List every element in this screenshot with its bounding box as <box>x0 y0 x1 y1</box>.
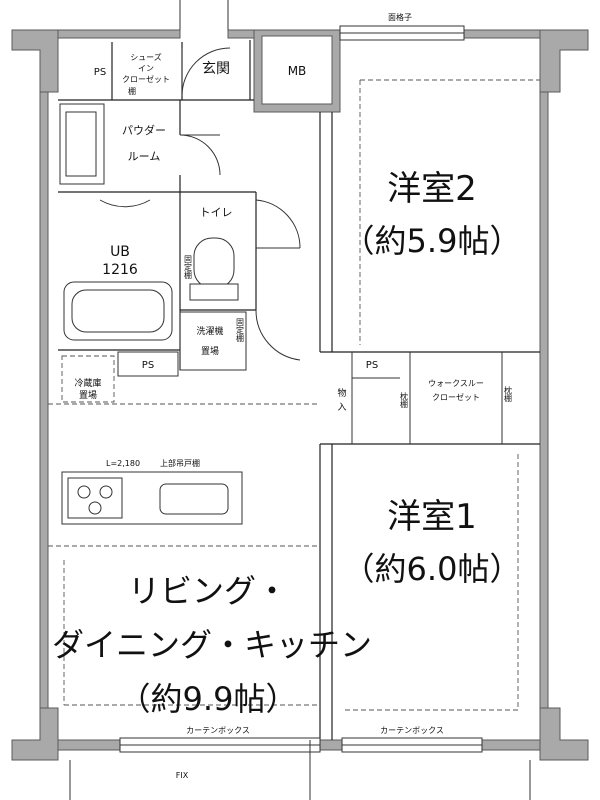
outer-walls <box>11 29 589 761</box>
wic-label-2: クローゼット <box>432 392 480 402</box>
shoes-label-3: クローゼット <box>122 74 170 84</box>
fixtures <box>59 25 531 800</box>
shelf-label: 棚 <box>128 86 136 96</box>
washer-label-1: 洗濯機 <box>196 325 223 337</box>
shoes-label-1: シューズ <box>130 52 162 62</box>
room-labels: 洋室2 （約5.9帖） 洋室1 （約6.0帖） リビング・ ダイニング・キッチン… <box>52 60 521 718</box>
shelf-left-label: 枕棚 <box>400 391 409 409</box>
ps-mid-label: PS <box>142 360 154 371</box>
western1-name: 洋室1 <box>387 497 477 537</box>
kitchen-length-label: L=2,180 <box>106 459 140 468</box>
shoes-label-2: イン <box>138 64 154 73</box>
powder-label-2: ルーム <box>128 150 161 163</box>
curtain-box-label-1: カーテンボックス <box>186 726 250 735</box>
fixed-shelf-label-2: 固定棚 <box>236 318 245 343</box>
ldk-line2: ダイニング・キッチン <box>52 626 372 664</box>
fridge-label-2: 置場 <box>79 389 97 401</box>
upper-cabinet-label: 上部吊戸棚 <box>160 458 200 468</box>
fridge-label-1: 冷蔵庫 <box>74 377 101 389</box>
curtain-box-label-2: カーテンボックス <box>380 726 444 735</box>
storage-label-1: 物 <box>337 387 346 399</box>
toilet-label: トイレ <box>200 206 233 219</box>
storage-label-2: 入 <box>337 402 346 413</box>
fixed-shelf-label-1: 固定棚 <box>184 255 193 280</box>
dashed-lines <box>48 79 540 711</box>
western2-name: 洋室2 <box>387 169 477 209</box>
door-arcs <box>99 0 301 361</box>
western1-size: （約6.0帖） <box>343 550 522 588</box>
mb-label: MB <box>288 64 307 78</box>
ub-size-label: 1216 <box>102 262 138 278</box>
ub-label: UB <box>110 244 130 260</box>
shelf-right-label: 枕棚 <box>504 385 513 403</box>
western2-size: （約5.9帖） <box>343 222 522 260</box>
powder-label-1: パウダー <box>122 123 166 137</box>
ldk-line1: リビング・ <box>128 572 288 610</box>
lattice-label: 面格子 <box>388 12 412 22</box>
ps-right-label: PS <box>366 360 378 371</box>
entrance-label: 玄関 <box>202 60 230 77</box>
fix-label: FIX <box>176 771 189 780</box>
ldk-size: （約9.9帖） <box>119 680 298 718</box>
ps-top-label: PS <box>94 67 106 78</box>
small-labels: PS PS PS MB シューズ イン クローゼット 棚 面格子 固定棚 固定棚… <box>74 12 512 780</box>
washer-label-2: 置場 <box>201 345 219 357</box>
wic-label-1: ウォークスルー <box>428 379 484 388</box>
